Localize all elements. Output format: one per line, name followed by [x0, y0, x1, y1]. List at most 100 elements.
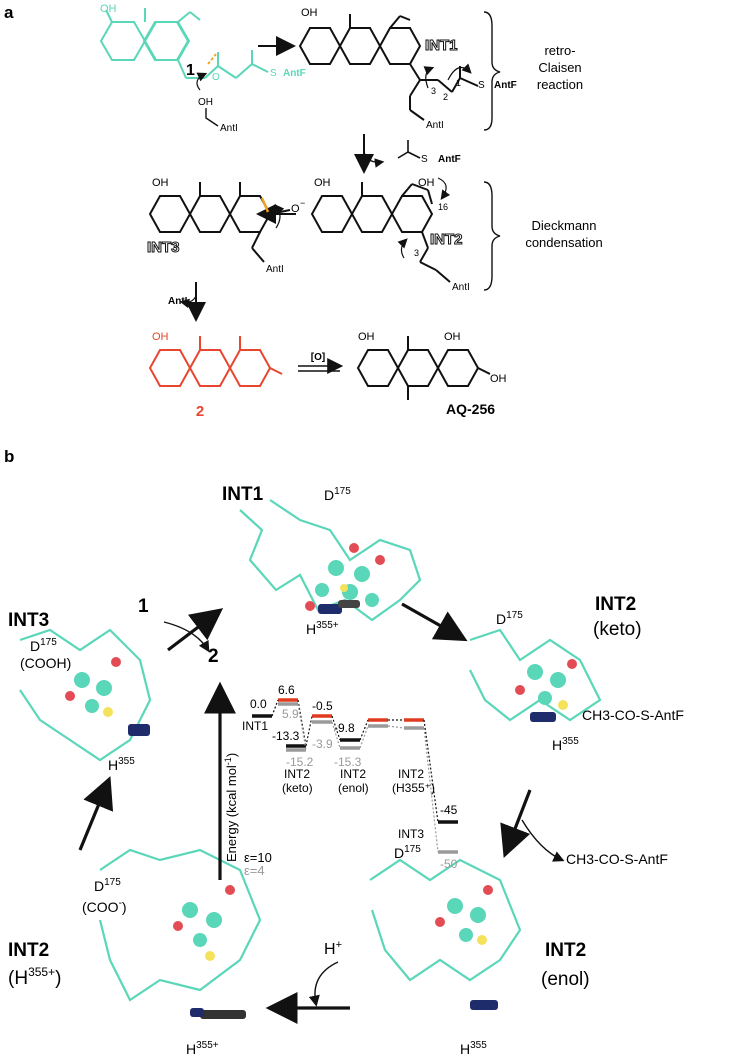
epsilon-4-label: ε=4 [244, 863, 265, 878]
int3-cooh: (COOH) [20, 655, 71, 671]
state-h355-sub: (H355⁺) [392, 781, 435, 795]
e-ts2-e10-value: -0.5 [312, 699, 333, 713]
int1-panel-title: INT1 [222, 484, 264, 505]
int1-curved-arrow-1 [423, 66, 435, 89]
compound-2-structure [148, 336, 283, 387]
int2a-oh: OH [314, 177, 331, 189]
anti-release-arrow [179, 295, 197, 309]
e-int1-value: 0.0 [250, 697, 267, 711]
int2-keto-protein-model [469, 628, 602, 722]
e-enol-e4-value: -15.3 [334, 755, 362, 769]
e-keto-e10-value: -13.3 [272, 729, 300, 743]
int1-title: INT1 [425, 37, 458, 54]
int1-antf: AntF [494, 80, 517, 91]
e-int3-e4-value: -50 [440, 857, 458, 871]
int3a-o-minus: O [291, 203, 300, 215]
int2-h355-title: INT2 [8, 940, 49, 961]
int2-enol-state: (enol) [541, 969, 590, 990]
state-keto-label: INT2 [284, 767, 310, 781]
int2a-c3: 3 [414, 248, 419, 258]
aq256-structure [356, 336, 491, 400]
int2-h355-state: (H355+) [8, 965, 61, 989]
dieckmann-line-1: Dieckmann [531, 218, 596, 233]
int1-c3: 3 [431, 86, 436, 96]
panel-b-label: b [4, 447, 14, 466]
compound-1-oh-label: OH [100, 3, 117, 15]
int3-protein-model [19, 628, 152, 762]
energy-axis-label: Energy (kcal mol-1) [223, 753, 239, 862]
int3-h355: H355 [108, 756, 135, 773]
aq256-label: AQ-256 [446, 401, 495, 417]
int3-d175: D175 [30, 637, 57, 654]
int2-structure-a [310, 182, 451, 283]
compound-1-antf: AntF [283, 68, 306, 79]
int3-title: INT3 [8, 610, 49, 631]
int2-keto-title: INT2 [595, 594, 636, 615]
cycle-arrow-keto-to-enol [500, 789, 532, 858]
int1-curved-arrow-2 [447, 63, 472, 81]
thioester-byproduct [397, 140, 421, 159]
state-int1-label: INT1 [242, 719, 268, 733]
release-arrow-b [521, 819, 565, 862]
int3a-minus: − [300, 198, 305, 208]
int2a-anti: AntI [452, 282, 470, 293]
compound-1-structure [99, 8, 269, 79]
state-keto-sub: (keto) [282, 781, 313, 795]
e-ts1-e4-value: 5.9 [282, 707, 299, 721]
int2-enol-h355: H355 [460, 1040, 487, 1057]
int3a-anti: AntI [266, 264, 284, 275]
compound-1-thioester-s: S [270, 68, 277, 79]
int2-enol-protein-model [369, 858, 522, 1010]
retro-claisen-line-1: retro- [544, 43, 575, 58]
anti-linker [205, 108, 219, 127]
int3a-curved-arrow [274, 204, 285, 229]
e-keto-e4-value: -15.2 [286, 755, 314, 769]
state-enol-label: INT2 [340, 767, 366, 781]
dieckmann-line-2: condensation [525, 235, 602, 250]
int2-h355-coo: (COO-) [82, 898, 127, 915]
int1-protein-model [239, 499, 422, 622]
state-enol-sub: (enol) [338, 781, 369, 795]
cycle-arrow-int1-to-int2keto [401, 602, 468, 642]
int2-keto-leaving: CH3-CO-S-AntF [582, 707, 684, 723]
cleavage-bond-marker [207, 53, 217, 65]
int2a-curved-arrow-2 [397, 238, 408, 259]
int2-keto-state: (keto) [593, 619, 642, 640]
int3a-oh: OH [152, 177, 169, 189]
int3a-title: INT3 [147, 239, 180, 256]
int2-h355-d175: D175 [94, 877, 121, 894]
retro-claisen-line-2: Claisen [538, 60, 581, 75]
int2-keto-d175: D175 [496, 610, 523, 627]
anti-oh-label: OH [198, 97, 213, 108]
retro-claisen-line-3: reaction [537, 77, 583, 92]
anti-label: AntI [220, 123, 238, 134]
e-enol-e10-value: -9.8 [334, 721, 355, 735]
oxidation-label: [O] [311, 352, 325, 363]
int2-h355-his: H355+ [186, 1040, 219, 1057]
retro-claisen-bracket [483, 11, 501, 131]
compound-1-number: 1 [186, 62, 195, 79]
aq256-oh-3: OH [490, 373, 507, 385]
int2a-enol-oh: OH [418, 177, 435, 189]
int1-anti: AntI [426, 120, 444, 131]
byproduct-antf: AntF [438, 154, 461, 165]
proton-arrow [308, 961, 339, 1007]
dieckmann-bracket [483, 181, 501, 291]
cycle-compound-1: 1 [138, 596, 149, 617]
int1-c1: 1 [456, 78, 461, 88]
proton-label: H+ [324, 939, 342, 958]
compound-2-number: 2 [196, 403, 204, 420]
byproduct-s: S [421, 154, 428, 165]
energy-profile [252, 698, 458, 854]
e-int3-e10-value: -45 [440, 803, 458, 817]
compound-1-ketone-o: O [212, 72, 220, 83]
int2-enol-d175: D175 [394, 844, 421, 861]
int1-oh-label: OH [301, 7, 318, 19]
byproduct-release-arrow [363, 151, 385, 168]
cycle-compound-2: 2 [208, 646, 219, 667]
released-anti: AntI [168, 296, 188, 307]
cycle-arrow-int3-to-int1 [167, 608, 224, 652]
e-ts1-e10-value: 6.6 [278, 683, 295, 697]
int1-d175: D175 [324, 486, 351, 503]
